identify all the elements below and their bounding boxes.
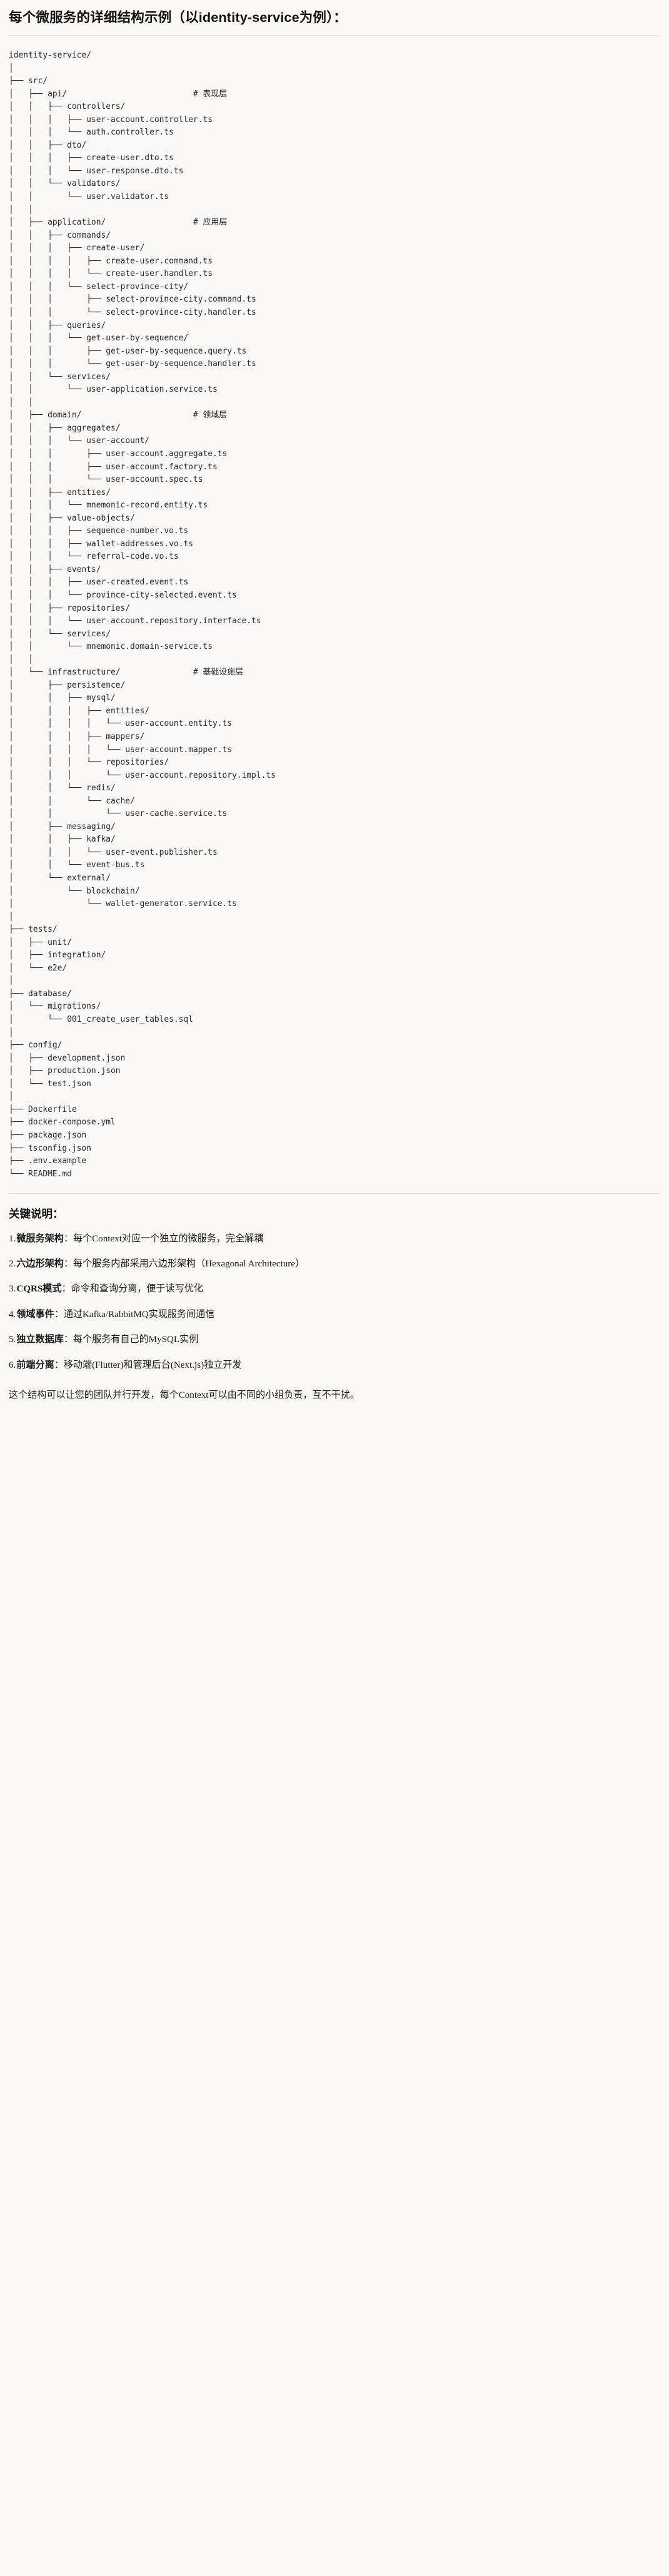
list-item-term: 独立数据库 xyxy=(16,1335,64,1345)
key-notes-heading: 关键说明： xyxy=(9,1208,64,1221)
directory-tree-block: identity-service/ │ ├── src/ │ ├── api/ … xyxy=(9,36,660,1193)
list-item: 6.前端分离：移动端(Flutter)和管理后台(Next.js)独立开发 xyxy=(9,1358,660,1373)
list-item-number: 2. xyxy=(9,1259,16,1270)
list-item-term: CQRS模式 xyxy=(16,1284,62,1295)
list-item-separator: ： xyxy=(54,1309,64,1320)
list-item-description: 移动端(Flutter)和管理后台(Next.js)独立开发 xyxy=(63,1360,242,1370)
page-title: 每个微服务的详细结构示例（以identity-service为例）： xyxy=(9,10,347,25)
directory-tree: identity-service/ │ ├── src/ │ ├── api/ … xyxy=(9,51,276,1179)
list-item-description: 每个服务内部采用六边形架构（Hexagonal Architecture） xyxy=(73,1259,305,1270)
divider-bottom xyxy=(9,1193,660,1194)
list-item-number: 3. xyxy=(9,1284,16,1295)
divider-top xyxy=(9,35,660,36)
list-item-description: 命令和查询分离，便于读写优化 xyxy=(71,1284,203,1295)
closing-paragraph: 这个结构可以让您的团队并行开发，每个Context可以由不同的小组负责，互不干扰… xyxy=(9,1390,360,1400)
list-item-term: 六边形架构 xyxy=(16,1259,64,1270)
list-item-description: 通过Kafka/RabbitMQ实现服务间通信 xyxy=(63,1309,215,1320)
list-item: 1.微服务架构：每个Context对应一个独立的微服务，完全解耦 xyxy=(9,1232,660,1246)
key-notes-list: 1.微服务架构：每个Context对应一个独立的微服务，完全解耦 2.六边形架构… xyxy=(9,1232,660,1373)
list-item-separator: ： xyxy=(61,1284,71,1295)
list-item: 3.CQRS模式：命令和查询分离，便于读写优化 xyxy=(9,1282,660,1296)
list-item: 4.领域事件：通过Kafka/RabbitMQ实现服务间通信 xyxy=(9,1308,660,1322)
list-item-term: 前端分离 xyxy=(16,1360,54,1370)
list-item-separator: ： xyxy=(63,1259,73,1270)
list-item-term: 领域事件 xyxy=(16,1309,54,1320)
key-notes-block: 关键说明： 1.微服务架构：每个Context对应一个独立的微服务，完全解耦 2… xyxy=(9,1194,660,1415)
list-item-number: 6. xyxy=(9,1360,16,1370)
list-item: 2.六边形架构：每个服务内部采用六边形架构（Hexagonal Architec… xyxy=(9,1257,660,1271)
list-item-description: 每个Context对应一个独立的微服务，完全解耦 xyxy=(73,1233,264,1244)
list-item-separator: ： xyxy=(63,1335,73,1345)
document-page: 每个微服务的详细结构示例（以identity-service为例）： ident… xyxy=(9,10,660,1415)
list-item-separator: ： xyxy=(54,1360,64,1370)
list-item-separator: ： xyxy=(63,1233,73,1244)
list-item-term: 微服务架构 xyxy=(16,1233,64,1244)
list-item-description: 每个服务有自己的MySQL实例 xyxy=(73,1335,199,1345)
list-item: 5.独立数据库：每个服务有自己的MySQL实例 xyxy=(9,1333,660,1347)
list-item-number: 4. xyxy=(9,1309,16,1320)
list-item-number: 5. xyxy=(9,1335,16,1345)
list-item-number: 1. xyxy=(9,1233,16,1244)
